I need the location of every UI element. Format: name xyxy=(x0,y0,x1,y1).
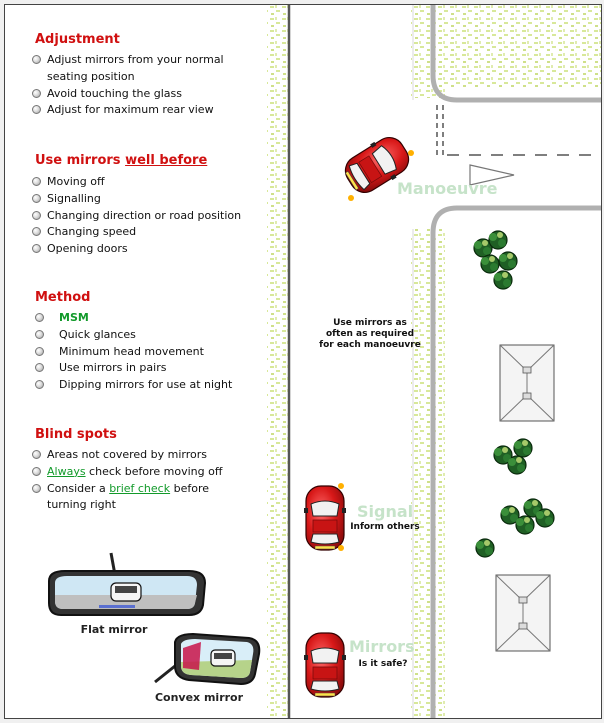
signal-note: Inform others xyxy=(350,522,420,532)
always-link[interactable]: Always xyxy=(47,464,86,478)
center-note-line: Use mirrors as xyxy=(333,318,407,328)
signal-label: Signal xyxy=(357,502,414,521)
road-scene xyxy=(267,5,601,718)
list-item: Always check before moving off xyxy=(29,464,222,481)
flat-mirror-icon xyxy=(48,552,207,616)
list-item: Moving off xyxy=(29,174,241,191)
center-note: Use mirrors as often as required for eac… xyxy=(315,318,425,351)
heading-method: Method xyxy=(35,290,91,305)
right-verge-bottom xyxy=(411,229,445,718)
list-item: Adjust mirrors from your normal xyxy=(29,52,224,69)
radio-bullet-icon xyxy=(32,483,41,493)
house-icon xyxy=(499,344,555,422)
radio-bullet-icon xyxy=(32,105,41,115)
radio-bullet-icon xyxy=(32,55,41,64)
radio-bullet-icon xyxy=(32,244,41,254)
list-item: Minimum head movement xyxy=(29,344,232,361)
manoeuvre-label: Manoeuvre xyxy=(397,179,498,198)
mirrors-note: Is it safe? xyxy=(358,659,408,669)
flat-mirror-caption: Flat mirror xyxy=(80,623,148,636)
convex-mirror-caption: Convex mirror xyxy=(154,691,244,704)
list-item: Adjust for maximum rear view xyxy=(29,102,224,119)
radio-bullet-icon xyxy=(35,329,44,339)
top-right-verge xyxy=(445,5,601,87)
heading-blind-spots: Blind spots xyxy=(35,427,117,442)
list-item: Dipping mirrors for use at night xyxy=(29,377,232,394)
use-mirrors-list: Moving off Signalling Changing direction… xyxy=(29,174,241,258)
right-verge-top xyxy=(411,5,445,98)
list-item: Areas not covered by mirrors xyxy=(29,447,222,464)
radio-bullet-icon xyxy=(32,227,41,237)
heading-adjustment: Adjustment xyxy=(35,32,120,47)
list-item: Use mirrors in pairs xyxy=(29,360,232,377)
radio-bullet-icon xyxy=(35,363,44,373)
radio-bullet-icon xyxy=(35,380,44,390)
list-item: Avoid touching the glass xyxy=(29,86,224,103)
list-item: Signalling xyxy=(29,191,241,208)
center-note-line: often as required xyxy=(325,329,415,339)
list-item: Changing speed xyxy=(29,224,241,241)
radio-bullet-icon xyxy=(32,177,41,186)
radio-bullet-icon xyxy=(32,450,41,459)
convex-mirror-icon xyxy=(154,632,261,686)
page: Manoeuvre Signal Mirrors Use mirrors as … xyxy=(4,4,602,719)
list-item: Consider a brief check before xyxy=(29,481,222,498)
method-list: MSM Quick glances Minimum head movement … xyxy=(29,310,232,394)
list-item: MSM xyxy=(29,310,232,327)
radio-bullet-icon xyxy=(32,210,41,220)
radio-bullet-icon xyxy=(32,466,41,476)
center-note-line: for each manoeuvre xyxy=(319,340,421,350)
list-item: Changing direction or road position xyxy=(29,208,241,225)
underlined-title: well before xyxy=(125,153,208,168)
list-item: turning right xyxy=(47,498,116,512)
list-item: Quick glances xyxy=(29,327,232,344)
mirrors-label: Mirrors xyxy=(349,637,415,656)
heading-use-mirrors: Use mirrors well before xyxy=(35,153,208,168)
give-way-triangle-icon xyxy=(469,164,515,186)
list-item: seating position xyxy=(47,69,135,83)
car-signal xyxy=(303,485,347,551)
radio-bullet-icon xyxy=(35,313,44,322)
blind-spots-list: Areas not covered by mirrors Always chec… xyxy=(29,447,222,514)
left-verge xyxy=(267,5,289,718)
list-item: Opening doors xyxy=(29,241,241,258)
brief-check-link[interactable]: brief check xyxy=(109,481,171,495)
radio-bullet-icon xyxy=(32,88,41,98)
radio-bullet-icon xyxy=(35,346,44,356)
car-mirrors xyxy=(303,632,347,698)
adjustment-list: Adjust mirrors from your normal seating … xyxy=(29,52,224,119)
radio-bullet-icon xyxy=(32,193,41,203)
house-icon xyxy=(495,574,551,652)
